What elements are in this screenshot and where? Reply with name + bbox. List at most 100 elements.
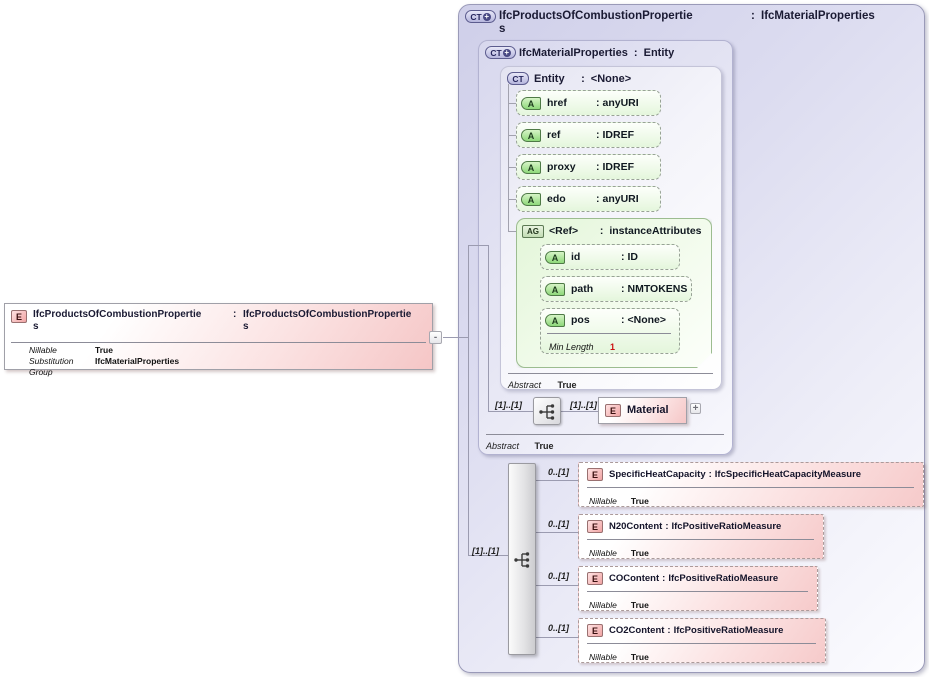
colon-separator: : (708, 469, 712, 480)
element-box-material[interactable]: E Material (598, 397, 687, 424)
group-name: <Ref> (549, 225, 579, 237)
attribute-type: <None> (627, 314, 667, 326)
colon-separator: : (667, 625, 671, 636)
element-type: IfcPositiveRatioMeasure (673, 625, 784, 636)
colon-separator: : (596, 193, 600, 205)
abstract-label: Abstract (486, 441, 520, 451)
base-type: <None> (590, 73, 632, 85)
colon-separator: : (596, 129, 600, 141)
substitution-group-value: IfcMaterialProperties (95, 356, 180, 366)
attribute-badge: A (521, 193, 541, 206)
element-type: IfcSpecificHeatCapacityMeasure (714, 469, 862, 480)
cardinality-label-material-right: [1]..[1] (570, 400, 597, 410)
element-badge: E (11, 310, 27, 323)
colon-separator: : (633, 47, 638, 59)
type-name-line2: s (499, 23, 506, 35)
attribute-box-path[interactable]: A path:NMTOKENS (540, 276, 692, 302)
base-type: IfcMaterialProperties (761, 10, 875, 22)
attribute-box-pos[interactable]: A pos:<None> Min Length 1 (540, 308, 680, 354)
abstract-row: Abstract True (486, 436, 553, 454)
ref-group-title: <Ref> : instanceAttributes (549, 225, 702, 237)
cardinality-label: 0..[1] (548, 623, 570, 633)
element-box-cocontent[interactable]: E COContent:IfcPositiveRatioMeasure Nill… (578, 566, 818, 611)
nillable-value: True (95, 345, 113, 355)
attribute-box-ref[interactable]: A ref:IDREF (516, 122, 661, 148)
colon-separator: : (621, 283, 625, 295)
abstract-row: Abstract True (508, 375, 576, 393)
cardinality-label: 0..[1] (548, 467, 570, 477)
element-name: COContent (609, 573, 660, 584)
element-badge: E (587, 520, 603, 533)
attribute-badge: A (545, 251, 565, 264)
nillable-label: Nillable (589, 496, 617, 506)
attribute-box-id[interactable]: A id:ID (540, 244, 680, 270)
colon-separator: : (665, 521, 669, 532)
element-box-n20content[interactable]: E N20Content:IfcPositiveRatioMeasure Nil… (578, 514, 824, 559)
cardinality-label-sequence: [1]..[1] (472, 546, 499, 556)
attribute-name: ref (547, 129, 561, 141)
nillable-value: True (630, 496, 649, 506)
nillable-label: Nillable (589, 600, 617, 610)
sequence-icon (514, 552, 530, 568)
attribute-badge: A (545, 283, 565, 296)
colon-separator: : (596, 97, 600, 109)
attribute-type: anyURI (602, 193, 639, 205)
element-name: SpecificHeatCapacity (609, 469, 706, 480)
facet-value: 1 (609, 342, 615, 352)
attribute-name: id (571, 251, 581, 263)
attribute-name: edo (547, 193, 566, 205)
attribute-name: href (547, 97, 567, 109)
element-badge: E (587, 468, 603, 481)
left-element-box[interactable]: E IfcProductsOfCombustionPropertie : Ifc… (4, 303, 433, 377)
complextype-badge: CT+ (465, 10, 496, 23)
complextype-badge: CT+ (485, 46, 516, 59)
type-name: IfcMaterialProperties (519, 47, 628, 59)
derived-plus-icon: + (502, 47, 511, 57)
element-type-line2: s (243, 321, 249, 332)
colon-separator: : (599, 225, 604, 237)
element-type: IfcPositiveRatioMeasure (668, 573, 779, 584)
title-separator (11, 342, 426, 343)
content-sequence-bar (508, 463, 536, 655)
expand-button-material[interactable]: + (690, 403, 701, 414)
left-element-properties: Nillable True Substitution Group IfcMate… (29, 345, 179, 378)
substitution-group-label: Substitution Group (29, 356, 74, 377)
element-name-line2: s (33, 321, 39, 332)
complextype-badge: CT (507, 72, 529, 85)
colon-separator: : (621, 314, 625, 326)
attribute-type: NMTOKENS (627, 283, 688, 295)
outer-title: IfcProductsOfCombustionPropertie : IfcMa… (499, 10, 875, 36)
min-length-facet: Min Length 1 (549, 337, 615, 355)
attribute-box-proxy[interactable]: A proxy:IDREF (516, 154, 661, 180)
attribute-box-href[interactable]: A href:anyURI (516, 90, 661, 116)
attribute-box-edo[interactable]: A edo:anyURI (516, 186, 661, 212)
abstract-label: Abstract (508, 380, 542, 390)
attribute-type: anyURI (602, 97, 639, 109)
materialproperties-title: IfcMaterialProperties : Entity (519, 47, 674, 59)
element-name-line1: IfcProductsOfCombustionPropertie (33, 309, 202, 320)
nillable-label: Nillable (589, 548, 617, 558)
sequence-icon (539, 404, 555, 420)
attribute-type: ID (627, 251, 639, 263)
element-name: N20Content (609, 521, 663, 532)
left-element-title: IfcProductsOfCombustionPropertie : IfcPr… (33, 309, 411, 333)
element-name: Material (627, 404, 669, 416)
abstract-separator (508, 373, 713, 374)
sequence-icon-box (533, 397, 561, 425)
nillable-label: Nillable (29, 345, 57, 355)
colon-separator: : (596, 161, 600, 173)
group-type: instanceAttributes (609, 225, 702, 237)
attribute-badge: A (521, 97, 541, 110)
attribute-type: IDREF (602, 161, 635, 173)
title-separator (587, 539, 814, 540)
abstract-separator (486, 434, 724, 435)
element-box-co2content[interactable]: E CO2Content:IfcPositiveRatioMeasure Nil… (578, 618, 826, 663)
base-type: Entity (643, 47, 675, 59)
colon-separator: : (621, 251, 625, 263)
element-box-specificheatcapacity[interactable]: E SpecificHeatCapacity:IfcSpecificHeatCa… (578, 462, 924, 507)
attribute-group-badge: AG (522, 225, 544, 238)
collapse-button-left-element[interactable]: - (429, 331, 442, 344)
title-separator (587, 487, 914, 488)
derived-plus-icon: + (482, 11, 491, 21)
